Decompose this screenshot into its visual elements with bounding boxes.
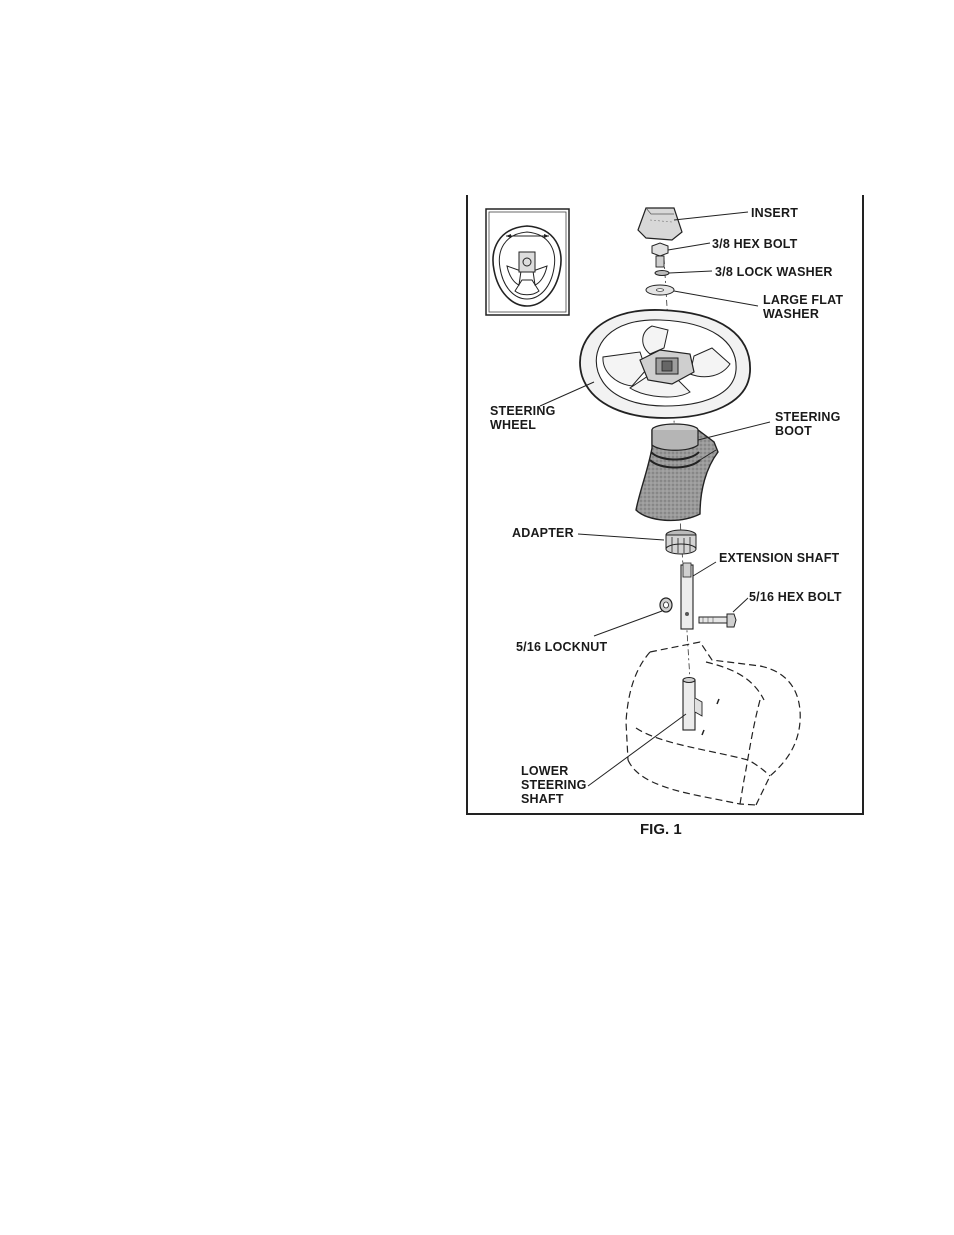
adapter-part	[666, 530, 696, 554]
label-large-flat-washer-line1: LARGE FLAT	[763, 293, 843, 307]
label-hex-bolt-38: 3/8 HEX BOLT	[712, 237, 798, 251]
label-lower-steering-shaft-line3: SHAFT	[521, 792, 564, 806]
steering-wheel-part	[580, 310, 750, 418]
lower-steering-shaft-part	[683, 678, 702, 731]
label-adapter: ADAPTER	[512, 526, 574, 540]
hex-bolt-38-part	[652, 243, 668, 267]
inset-wheel-view	[486, 209, 569, 315]
label-lock-washer-38: 3/8 LOCK WASHER	[715, 265, 833, 279]
locknut-516-part	[660, 598, 672, 612]
leader-steering-boot	[698, 422, 770, 440]
leader-hex-bolt-38	[668, 243, 710, 250]
label-insert: INSERT	[751, 206, 798, 220]
hex-bolt-516-part	[699, 614, 736, 627]
label-locknut-516: 5/16 LOCKNUT	[516, 640, 607, 654]
label-steering-boot-line1: STEERING	[775, 410, 841, 424]
leader-lower-steering-shaft	[588, 714, 686, 786]
label-lower-steering-shaft-line2: STEERING	[521, 778, 587, 792]
leader-adapter	[578, 534, 664, 540]
leader-locknut	[594, 611, 662, 636]
tractor-body-outline	[626, 642, 800, 805]
label-large-flat-washer-line2: WASHER	[763, 307, 819, 321]
large-flat-washer-part	[646, 285, 674, 295]
extension-shaft-part	[681, 563, 693, 629]
label-hex-bolt-516: 5/16 HEX BOLT	[749, 590, 842, 604]
label-steering-wheel-line2: WHEEL	[490, 418, 536, 432]
leader-hex-bolt-516	[733, 598, 748, 612]
leader-steering-wheel	[540, 382, 594, 406]
figure-caption: FIG. 1	[640, 821, 682, 838]
label-extension-shaft: EXTENSION SHAFT	[719, 551, 839, 565]
leader-extension-shaft	[693, 562, 716, 576]
label-lower-steering-shaft-line1: LOWER	[521, 764, 569, 778]
leader-insert	[674, 212, 748, 220]
lock-washer-38-part	[655, 271, 669, 276]
leader-lock-washer	[669, 271, 712, 273]
leader-large-flat-washer	[674, 291, 758, 306]
label-steering-boot-line2: BOOT	[775, 424, 812, 438]
label-steering-wheel-line1: STEERING	[490, 404, 556, 418]
insert-part	[638, 208, 682, 240]
